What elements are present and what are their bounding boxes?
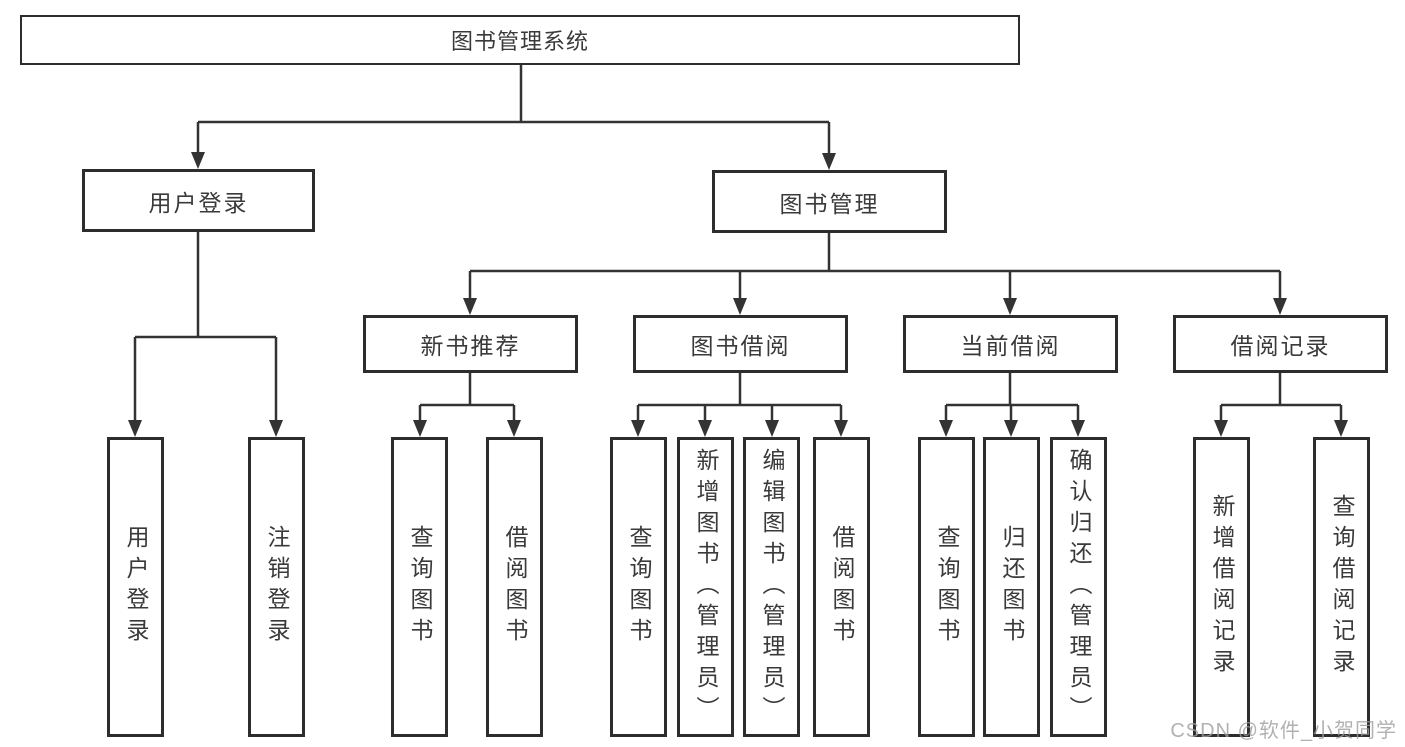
leaf-label: 新增图书（管理员） xyxy=(693,447,719,727)
node-book-borrowing: 图书借阅 xyxy=(633,315,848,373)
leaf-label: 查询图书 xyxy=(934,525,960,649)
leaf-logout: 注销登录 xyxy=(248,437,305,737)
leaf-return-books: 归还图书 xyxy=(983,437,1040,737)
leaf-user-login: 用户登录 xyxy=(107,437,164,737)
leaf-label: 注销登录 xyxy=(264,525,290,649)
leaf-label: 借阅图书 xyxy=(829,525,855,649)
leaf-confirm-return-admin: 确认归还（管理员） xyxy=(1050,437,1107,737)
node-book-management: 图书管理 xyxy=(712,170,947,233)
leaf-label: 借阅图书 xyxy=(502,525,528,649)
leaf-add-book-admin: 新增图书（管理员） xyxy=(677,437,734,737)
leaf-search-books-current: 查询图书 xyxy=(918,437,975,737)
leaf-add-borrow-record: 新增借阅记录 xyxy=(1193,437,1250,737)
leaf-label: 查询图书 xyxy=(626,525,652,649)
leaf-edit-book-admin: 编辑图书（管理员） xyxy=(743,437,800,737)
leaf-label: 确认归还（管理员） xyxy=(1066,447,1092,727)
leaf-borrow-books-recommend: 借阅图书 xyxy=(486,437,543,737)
leaf-label: 查询借阅记录 xyxy=(1329,494,1355,680)
leaf-label: 归还图书 xyxy=(999,525,1025,649)
leaf-borrow-books: 借阅图书 xyxy=(813,437,870,737)
leaf-label: 查询图书 xyxy=(407,525,433,649)
leaf-search-borrow-record: 查询借阅记录 xyxy=(1313,437,1370,737)
leaf-search-books-borrowing: 查询图书 xyxy=(610,437,667,737)
node-user-login: 用户登录 xyxy=(82,169,315,232)
leaf-search-books-recommend: 查询图书 xyxy=(391,437,448,737)
node-library-management-system: 图书管理系统 xyxy=(20,15,1020,65)
node-borrowing-records: 借阅记录 xyxy=(1173,315,1388,373)
node-new-book-recommendation: 新书推荐 xyxy=(363,315,578,373)
leaf-label: 用户登录 xyxy=(123,525,149,649)
leaf-label: 新增借阅记录 xyxy=(1209,494,1235,680)
node-current-borrowing: 当前借阅 xyxy=(903,315,1118,373)
watermark: CSDN @软件_小贺同学 xyxy=(1170,720,1397,742)
leaf-label: 编辑图书（管理员） xyxy=(759,447,785,727)
